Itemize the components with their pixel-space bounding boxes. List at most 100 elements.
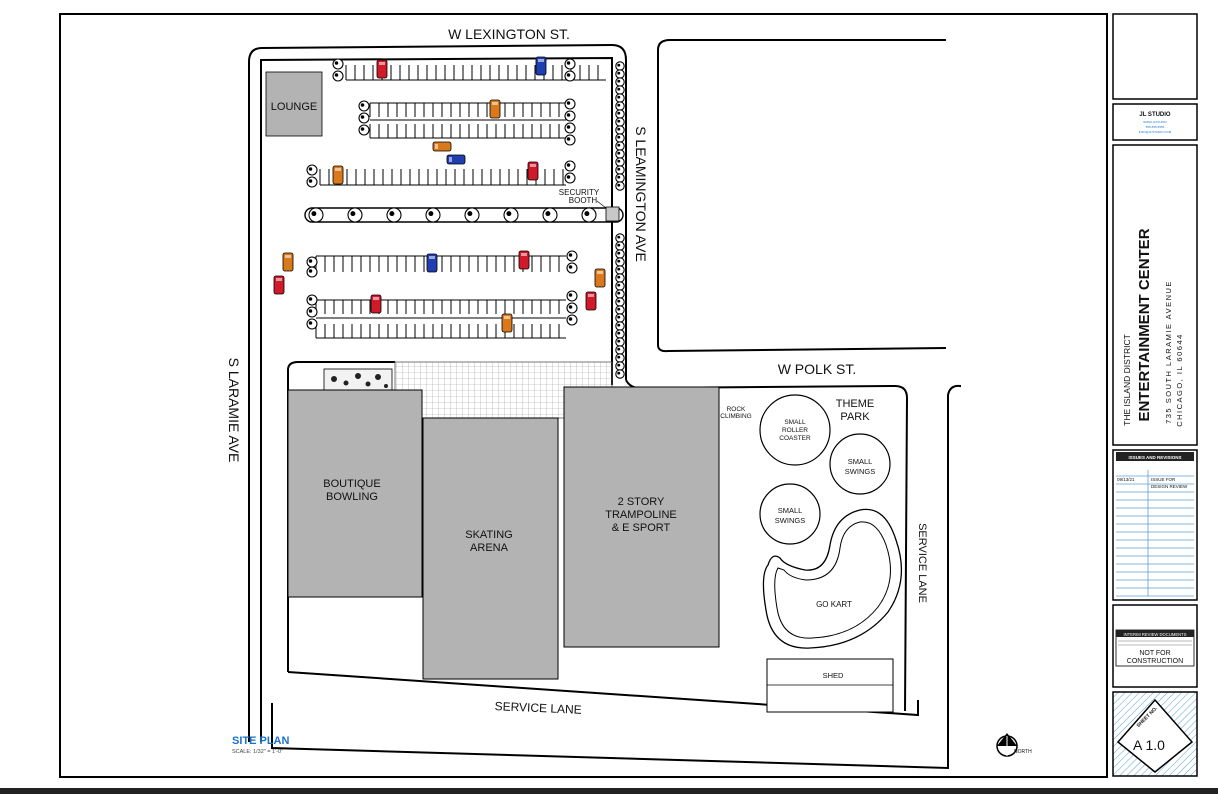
studio-name: JL STUDIO bbox=[1139, 112, 1171, 118]
car-window bbox=[335, 168, 341, 171]
tree-icon bbox=[615, 93, 625, 103]
bottom-edge bbox=[0, 788, 1218, 794]
district-name: THE ISLAND DISTRICT bbox=[1122, 334, 1132, 426]
tree-icon bbox=[615, 313, 625, 323]
tree-canopy-mark bbox=[617, 63, 621, 67]
parking-row-5b bbox=[315, 324, 566, 339]
site-plan-scale: SCALE: 1/32" = 1'-0" bbox=[232, 749, 283, 755]
tree-icon bbox=[358, 100, 370, 112]
tree-canopy-mark bbox=[566, 61, 571, 65]
tree-icon bbox=[564, 122, 576, 134]
parking-row-2a bbox=[369, 102, 566, 121]
parking-row-5a bbox=[315, 299, 566, 319]
tree-icon bbox=[564, 172, 576, 184]
tree-canopy-mark bbox=[617, 111, 621, 115]
tree-canopy-mark bbox=[566, 113, 571, 117]
tree-icon bbox=[615, 133, 625, 143]
tree-icon bbox=[306, 266, 318, 278]
trampoline-building bbox=[563, 386, 720, 648]
swings1-label-2: SWINGS bbox=[845, 467, 875, 476]
tree-icon bbox=[332, 58, 344, 70]
tree-icon bbox=[615, 257, 625, 267]
tree-canopy-mark bbox=[566, 125, 571, 129]
tree-icon bbox=[358, 124, 370, 136]
issues-header: ISSUES AND REVISIONS bbox=[1128, 455, 1181, 460]
tree-canopy-mark bbox=[617, 323, 621, 327]
tree-icon bbox=[615, 241, 625, 251]
tree-icon bbox=[566, 290, 578, 302]
interim-label: INTERIM REVIEW DOCUMENTS bbox=[1123, 632, 1186, 637]
tree-canopy-mark bbox=[617, 331, 621, 335]
tree-canopy-mark bbox=[350, 211, 356, 217]
tree-icon bbox=[615, 369, 625, 379]
tree-icon bbox=[564, 160, 576, 172]
tree-canopy-mark bbox=[308, 309, 313, 313]
street-service-lane-bottom: SERVICE LANE bbox=[494, 699, 582, 717]
security-booth-label-2: BOOTH bbox=[569, 196, 598, 205]
tree-canopy-mark bbox=[617, 347, 621, 351]
tree-icon bbox=[332, 70, 344, 82]
tree-canopy-mark bbox=[360, 127, 365, 131]
tree-icon bbox=[615, 165, 625, 175]
project-address: 735 SOUTH LARAMIE AVENUE bbox=[1164, 280, 1173, 424]
tree-icon bbox=[615, 125, 625, 135]
car-window bbox=[504, 316, 510, 319]
north-arrow-icon bbox=[996, 733, 1018, 757]
tree-icon bbox=[564, 134, 576, 146]
car-window bbox=[435, 144, 438, 149]
swings2-label-2: SWINGS bbox=[775, 516, 805, 525]
tree-canopy-mark bbox=[617, 275, 621, 279]
tree-icon bbox=[542, 207, 558, 223]
parking-row-4 bbox=[315, 255, 566, 272]
tree-icon bbox=[615, 297, 625, 307]
tree-icon bbox=[564, 98, 576, 110]
theme-park-label-1: THEME bbox=[836, 398, 875, 410]
tree-canopy-mark bbox=[428, 211, 434, 217]
tree-canopy-mark bbox=[617, 355, 621, 359]
street-w-polk: W POLK ST. bbox=[778, 361, 857, 377]
tree-canopy-mark bbox=[617, 135, 621, 139]
tree-icon bbox=[615, 361, 625, 371]
tree-icon bbox=[503, 207, 519, 223]
tree-canopy-mark bbox=[566, 101, 571, 105]
tree-canopy-mark bbox=[566, 73, 571, 77]
tree-canopy-mark bbox=[389, 211, 395, 217]
tree-icon bbox=[615, 77, 625, 87]
tree-canopy-mark bbox=[566, 175, 571, 179]
tree-icon bbox=[615, 329, 625, 339]
tree-icon bbox=[615, 101, 625, 111]
car-window bbox=[538, 59, 544, 62]
tree-icon bbox=[581, 207, 597, 223]
project-city: CHICAGO, IL 60644 bbox=[1175, 333, 1184, 427]
car-window bbox=[285, 255, 291, 258]
shed-building bbox=[766, 658, 894, 713]
car-window bbox=[597, 271, 603, 274]
tree-icon bbox=[615, 157, 625, 167]
tree-icon bbox=[615, 69, 625, 79]
tree-canopy-mark bbox=[568, 317, 573, 321]
issue-lines bbox=[1116, 470, 1194, 597]
site-plan-title: SITE PLAN bbox=[232, 735, 290, 747]
tree-icon bbox=[566, 302, 578, 314]
tree-canopy-mark bbox=[617, 183, 621, 187]
tree-canopy-mark bbox=[617, 143, 621, 147]
swings1-label-1: SMALL bbox=[848, 457, 873, 466]
bowling-label-1: BOUTIQUE bbox=[323, 478, 380, 490]
swings-ride-2 bbox=[759, 483, 821, 545]
tree-canopy-mark bbox=[617, 167, 621, 171]
tree-icon bbox=[615, 345, 625, 355]
tree-icon bbox=[564, 70, 576, 82]
go-kart-label: GO KART bbox=[816, 600, 852, 609]
tree-canopy-mark bbox=[360, 103, 365, 107]
tree-canopy-mark bbox=[617, 259, 621, 263]
tree-canopy-mark bbox=[568, 265, 573, 269]
tree-icon bbox=[615, 141, 625, 151]
tree-canopy-mark bbox=[617, 151, 621, 155]
trees bbox=[306, 58, 625, 379]
sheet-diamond bbox=[1116, 698, 1194, 773]
tree-canopy-mark bbox=[360, 115, 365, 119]
tree-icon bbox=[306, 318, 318, 330]
tree-icon bbox=[566, 314, 578, 326]
project-name: ENTERTAINMENT CENTER bbox=[1136, 228, 1153, 421]
